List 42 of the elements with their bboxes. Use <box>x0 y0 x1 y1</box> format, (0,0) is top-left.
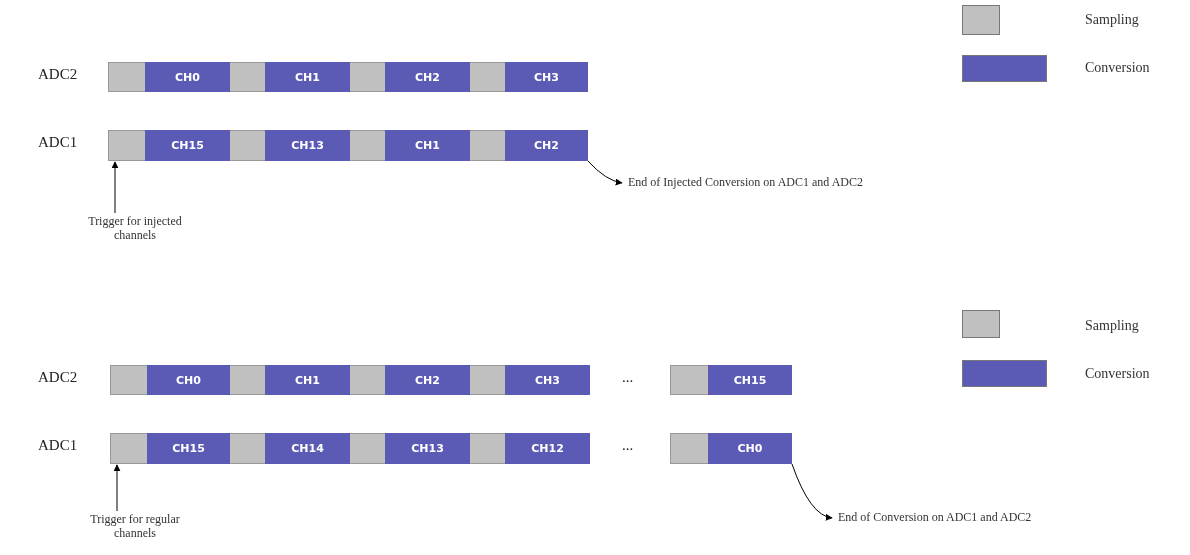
sampling-bar <box>108 62 588 92</box>
conversion-block: CH12 <box>505 433 590 464</box>
row-label: ADC2 <box>38 66 78 83</box>
conversion-block: CH1 <box>265 365 350 395</box>
conversion-block: CH2 <box>385 365 470 395</box>
arrow <box>791 463 833 521</box>
arrow <box>113 464 121 512</box>
sampling-bar <box>110 365 590 395</box>
conversion-block: CH13 <box>265 130 350 161</box>
conversion-block: CH0 <box>145 62 230 92</box>
legend-label: Conversion <box>1085 366 1150 382</box>
conversion-block: CH15 <box>145 130 230 161</box>
row-label: ADC2 <box>38 369 78 386</box>
conversion-block: CH14 <box>265 433 350 464</box>
annotation-text: Trigger for injected channels <box>70 215 200 243</box>
conversion-block: CH0 <box>147 365 230 395</box>
sampling-bar <box>670 433 792 464</box>
annotation-text: End of Injected Conversion on ADC1 and ADC2 <box>628 176 948 190</box>
sampling-bar <box>108 130 588 161</box>
arrow <box>111 161 119 214</box>
ellipsis: ... <box>622 437 634 454</box>
conversion-block: CH3 <box>505 365 590 395</box>
ellipsis: ... <box>622 369 634 386</box>
conversion-block: CH13 <box>385 433 470 464</box>
conversion-block: CH1 <box>385 130 470 161</box>
row-label: ADC1 <box>38 437 78 454</box>
sampling-bar <box>670 365 792 395</box>
conversion-block: CH15 <box>147 433 230 464</box>
conversion-block: CH2 <box>505 130 588 161</box>
conversion-block: CH0 <box>708 433 792 464</box>
conversion-block: CH1 <box>265 62 350 92</box>
sampling-bar <box>110 433 590 464</box>
conversion-block: CH15 <box>708 365 792 395</box>
arrow <box>587 160 623 186</box>
legend-label: Conversion <box>1085 60 1150 76</box>
annotation-text: End of Conversion on ADC1 and ADC2 <box>838 511 1098 525</box>
annotation-text: Trigger for regular channels <box>70 513 200 541</box>
conversion-block: CH2 <box>385 62 470 92</box>
legend-label: Sampling <box>1085 318 1139 334</box>
row-label: ADC1 <box>38 134 78 151</box>
legend-label: Sampling <box>1085 12 1139 28</box>
conversion-block: CH3 <box>505 62 588 92</box>
